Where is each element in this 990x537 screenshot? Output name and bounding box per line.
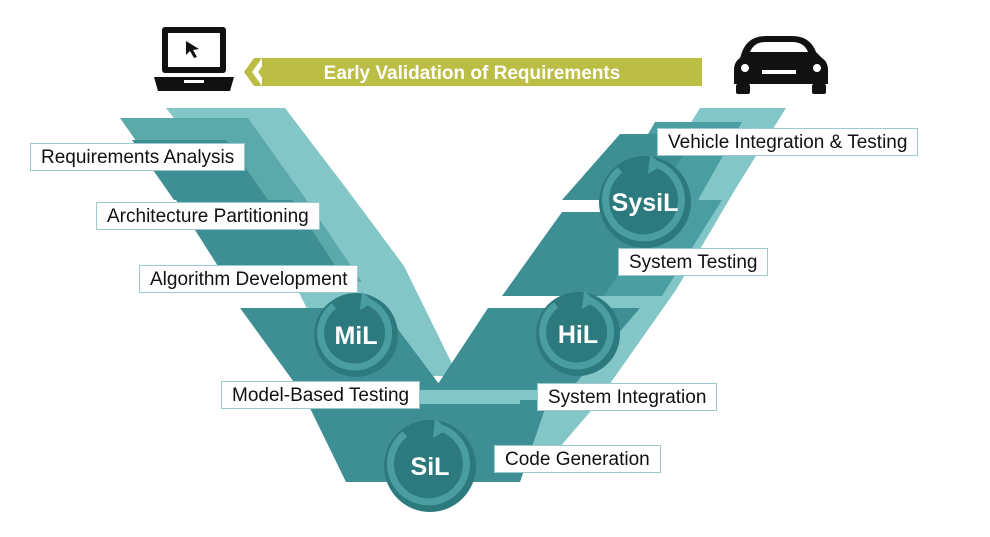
- model-based-testing-label: Model-Based Testing: [221, 381, 421, 409]
- sysil-loop: SysiL: [599, 155, 691, 248]
- sysil-arrowhead-icon: [648, 155, 663, 174]
- vehicle-integration-testing-label: Vehicle Integration & Testing: [657, 128, 919, 156]
- cursor-icon: [186, 41, 199, 58]
- car-grille: [762, 70, 796, 74]
- sysil-cycle-arrow-icon: [601, 160, 685, 242]
- laptop-icon: [154, 27, 234, 91]
- laptop-trackpad: [184, 80, 204, 83]
- sysil-label: SysiL: [612, 189, 679, 217]
- car-wheel-left: [736, 84, 750, 94]
- early-validation-banner: Early Validation of Requirements: [244, 58, 702, 86]
- banner-bar: [262, 58, 702, 86]
- car-headlight-left: [741, 64, 749, 72]
- sil-arrowhead-icon: [433, 419, 448, 438]
- hil-cycle-arrow-icon: [539, 296, 615, 370]
- double-chevron-left-icon: [244, 58, 262, 86]
- mil-loop: MiL: [314, 292, 398, 377]
- car-windshield: [750, 42, 808, 52]
- sil-label: SiL: [411, 453, 450, 481]
- architecture-partitioning-label: Architecture Partitioning: [96, 202, 320, 230]
- laptop-base: [154, 77, 234, 91]
- hil-label: HiL: [558, 321, 598, 349]
- mil-arrowhead-icon: [360, 292, 374, 310]
- bottom-connector: [414, 390, 520, 404]
- banner-text: Early Validation of Requirements: [324, 63, 621, 84]
- algorithm-development-label: Algorithm Development: [139, 265, 359, 293]
- sil-cycle-arrow-icon: [386, 424, 470, 506]
- car-icon: [734, 36, 828, 94]
- car-headlight-right: [813, 64, 821, 72]
- laptop-screen: [168, 33, 220, 67]
- system-testing-label: System Testing: [618, 248, 769, 276]
- hil-arrowhead-icon: [582, 291, 596, 309]
- code-generation-label: Code Generation: [494, 445, 661, 473]
- system-integration-label: System Integration: [537, 383, 718, 411]
- car-wheel-right: [812, 84, 826, 94]
- requirements-analysis-label: Requirements Analysis: [30, 143, 246, 171]
- mil-cycle-arrow-icon: [317, 297, 393, 371]
- hil-loop: HiL: [536, 291, 620, 376]
- sil-loop: SiL: [384, 419, 476, 512]
- mil-label: MiL: [334, 322, 377, 350]
